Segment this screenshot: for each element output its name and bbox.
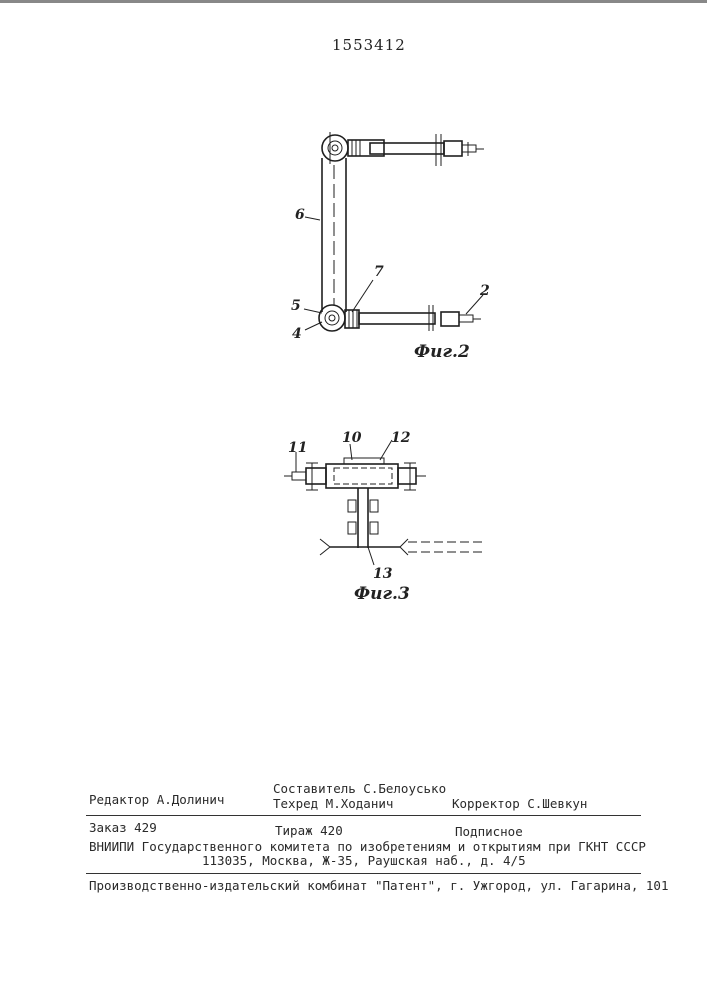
corrector-line: Корректор С.Шевкун [452, 796, 587, 811]
address-line: 113035, Москва, Ж-35, Раушская наб., д. … [202, 853, 526, 868]
fig3-label-12: 12 [391, 430, 410, 446]
vniipi-line: ВНИИПИ Государственного комитета по изоб… [89, 839, 646, 854]
fig3-label-10: 10 [342, 430, 361, 446]
techred-line: Техред М.Ходанич [273, 796, 393, 811]
editor-line: Редактор А.Долинич [89, 792, 224, 807]
publisher-line: Производственно-издательский комбинат "П… [89, 878, 668, 893]
order-line: Заказ 429 [89, 820, 157, 835]
fig3-label-11: 11 [288, 440, 307, 456]
fig3-caption: Фиг.3 [354, 584, 410, 604]
circulation-line: Тираж 420 [275, 823, 343, 838]
compiler-line: Составитель С.Белоусько [273, 781, 446, 796]
footer-divider-1 [86, 815, 641, 816]
footer-divider-2 [86, 873, 641, 874]
subscription-line: Подписное [455, 824, 523, 839]
fig3-label-13: 13 [373, 566, 392, 582]
